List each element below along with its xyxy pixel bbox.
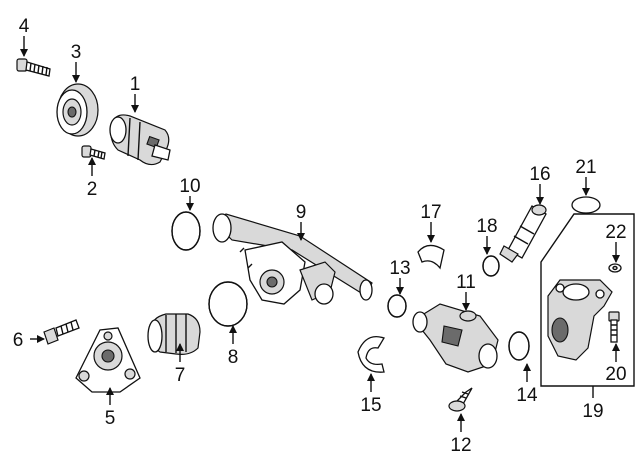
callout-9: 9 bbox=[296, 202, 307, 223]
callout-labels: 1 2 3 4 5 6 7 8 9 10 11 12 13 14 15 16 1… bbox=[13, 16, 627, 456]
tensioner-part-1 bbox=[109, 114, 171, 166]
gasket-part-21 bbox=[571, 196, 601, 214]
callout-21: 21 bbox=[575, 157, 596, 178]
callout-5: 5 bbox=[105, 408, 116, 429]
clip-part-15 bbox=[357, 335, 385, 373]
callout-8: 8 bbox=[228, 347, 239, 368]
pulley-part-3 bbox=[56, 83, 99, 137]
callout-16: 16 bbox=[529, 164, 550, 185]
callout-11: 11 bbox=[456, 272, 476, 293]
assembly-bracket-19 bbox=[540, 213, 635, 387]
o-ring-part-13 bbox=[387, 294, 407, 318]
callout-15: 15 bbox=[360, 395, 381, 416]
bolt-part-4 bbox=[16, 58, 51, 77]
bolt-part-6 bbox=[43, 319, 80, 345]
bolt-part-2 bbox=[81, 145, 106, 160]
callout-17: 17 bbox=[420, 202, 441, 223]
callout-7: 7 bbox=[175, 365, 186, 386]
callout-12: 12 bbox=[450, 435, 471, 456]
callout-20: 20 bbox=[605, 364, 626, 385]
callout-2: 2 bbox=[87, 179, 98, 200]
callout-1: 1 bbox=[130, 74, 141, 95]
gasket-part-8 bbox=[208, 281, 248, 327]
housing-part-5 bbox=[75, 327, 141, 393]
callout-6: 6 bbox=[13, 330, 24, 351]
water-pipe-part-9 bbox=[212, 213, 373, 305]
callout-13: 13 bbox=[389, 258, 410, 279]
outlet-housing-part-11 bbox=[412, 303, 499, 373]
leader-lines bbox=[20, 36, 620, 432]
callout-18: 18 bbox=[476, 216, 497, 237]
callout-19: 19 bbox=[582, 401, 603, 422]
sensor-part-16 bbox=[499, 204, 547, 263]
callout-3: 3 bbox=[71, 42, 82, 63]
o-ring-part-10 bbox=[171, 211, 201, 251]
callout-22: 22 bbox=[605, 222, 626, 243]
clip-part-17 bbox=[417, 244, 445, 270]
callout-14: 14 bbox=[516, 385, 538, 406]
bolt-part-20 bbox=[608, 311, 620, 343]
thermostat-part-7 bbox=[147, 313, 201, 355]
flange-part-19 bbox=[547, 279, 613, 361]
o-ring-part-14 bbox=[508, 331, 530, 361]
callout-4: 4 bbox=[19, 16, 30, 37]
callout-10: 10 bbox=[179, 176, 200, 197]
o-ring-part-18 bbox=[482, 255, 500, 277]
bolt-part-12 bbox=[448, 387, 473, 412]
seal-part-22 bbox=[608, 263, 622, 273]
